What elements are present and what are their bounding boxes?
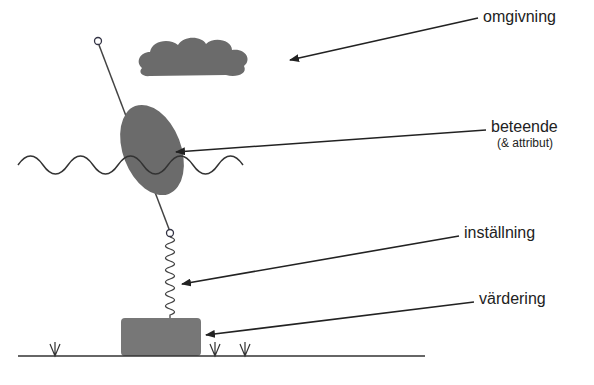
grass-tuft (50, 342, 60, 356)
callout-label: omgivning (483, 8, 556, 26)
anchor-weight (121, 318, 201, 356)
spring-eye (167, 230, 174, 237)
callout-label: (& attribut) (497, 137, 553, 151)
spring-coil (166, 237, 175, 320)
leader-arrow (176, 130, 486, 152)
buoy-body (108, 96, 196, 205)
grass-tuft (210, 342, 220, 356)
leader-arrow (182, 236, 459, 284)
cloud-shape (139, 38, 248, 76)
antenna-tip (95, 38, 102, 45)
leader-arrow (206, 302, 474, 335)
grass-tuft (240, 342, 250, 356)
ground-line (18, 355, 425, 357)
callout-label: beteende (491, 118, 558, 136)
callout-label: värdering (479, 290, 546, 308)
callout-label: inställning (464, 224, 535, 242)
water-wave (18, 156, 243, 174)
leader-arrow (290, 18, 478, 60)
